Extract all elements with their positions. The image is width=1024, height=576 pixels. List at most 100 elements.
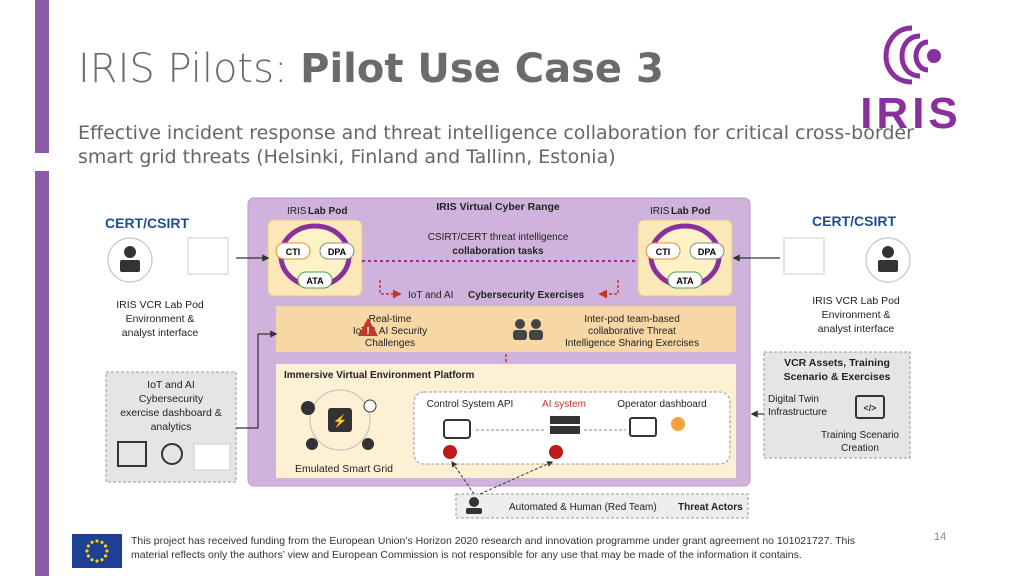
warning-mark: !: [366, 326, 369, 337]
right-ata-chip: [667, 271, 703, 289]
operator-label: Operator dashboard: [617, 399, 707, 410]
iot-exercises-b: Cybersecurity Exercises: [468, 290, 585, 301]
hacker-icon: [466, 497, 482, 514]
left-pod-title-b: Lab Pod: [308, 206, 347, 217]
accent-bar-bottom: [35, 171, 49, 576]
monitor-icon: [629, 417, 657, 437]
right-dpa-chip: [689, 242, 725, 260]
left-env-l1: IRIS VCR Lab Pod: [116, 299, 204, 311]
logo-arc-3: [913, 39, 929, 73]
left-analyst-icon: [124, 246, 136, 258]
realtime-l3: Challenges: [365, 338, 415, 349]
attack-point-1: [443, 445, 457, 459]
exercise-arrow-left: [379, 280, 402, 299]
left-cert-title: CERT/CSIRT: [105, 215, 189, 231]
bolt-icon: ⚡: [333, 414, 348, 428]
logo-text: IRIS: [860, 89, 962, 134]
left-dpa-chip: [319, 242, 355, 260]
server-icon: [550, 416, 580, 424]
control-api-label: Control System API: [427, 399, 514, 410]
vcr-assets-box: [763, 351, 911, 459]
vcr-assets-l2: Scenario & Exercises: [784, 371, 891, 383]
right-dpa-label: DPA: [698, 247, 717, 257]
funding-disclaimer: This project has received funding from t…: [131, 535, 855, 561]
iris-logo: IRIS: [860, 25, 962, 134]
car-icon: [306, 438, 318, 450]
dashboard-l1: IoT and AI: [147, 379, 195, 391]
left-network-icon: [187, 237, 229, 275]
slide-subtitle: Effective incident response and threat i…: [78, 122, 914, 168]
interpod-l3: Intelligence Sharing Exercises: [565, 338, 699, 349]
dashboard-l2: Cybersecurity: [139, 393, 204, 405]
right-analyst-icon: [882, 246, 894, 258]
right-ata-label: ATA: [676, 276, 694, 286]
collab-line-1: CSIRT/CERT threat intelligence: [428, 232, 569, 243]
logo-arc-2: [899, 33, 921, 79]
right-env-l1: IRIS VCR Lab Pod: [812, 295, 900, 307]
left-cti-chip: [275, 242, 311, 260]
right-cti-chip: [645, 242, 681, 260]
smart-grid-label: Emulated Smart Grid: [295, 463, 393, 475]
left-ata-label: ATA: [306, 276, 324, 286]
dashboard-l4: analytics: [151, 421, 192, 433]
vcr-assets-l1: VCR Assets, Training: [784, 357, 890, 369]
cloud-api-icon: [443, 419, 471, 439]
left-dpa-label: DPA: [328, 247, 347, 257]
training-l2: Creation: [841, 443, 879, 454]
right-cti-label: CTI: [656, 247, 671, 257]
server-icon-row2: [550, 426, 580, 434]
battery-icon: [328, 408, 352, 432]
right-env-l2: Environment &: [822, 309, 891, 321]
right-pod-title-a: IRIS: [650, 206, 670, 217]
realtime-l2: IoT & AI Security: [353, 326, 427, 337]
digital-twin-l2: Infrastructure: [768, 407, 827, 418]
training-l1: Training Scenario: [821, 430, 899, 441]
code-icon: [855, 395, 885, 419]
title-light: IRIS Pilots:: [78, 46, 301, 92]
operator-icon: [671, 417, 685, 431]
exercises-band: [276, 306, 736, 352]
page-number: 14: [934, 531, 947, 543]
pulse-icon: [161, 443, 183, 465]
threat-arrow-2: [479, 461, 554, 495]
realtime-l1: Real-time: [369, 314, 412, 325]
pilot-diagram: IRIS Virtual Cyber Range CSIRT/CERT thre…: [105, 197, 911, 519]
interpod-l1: Inter-pod team-based: [584, 314, 680, 325]
left-env-l2: Environment &: [126, 313, 195, 325]
attack-point-2: [549, 445, 563, 459]
left-ata-chip: [297, 271, 333, 289]
warning-icon: [358, 318, 378, 336]
eu-flag-icon: [72, 534, 122, 568]
right-analyst-laptop: [878, 260, 898, 272]
left-pod-title-a: IRIS: [287, 206, 307, 217]
dashboard-l3: exercise dashboard &: [120, 407, 222, 419]
threat-actors-b: Threat Actors: [678, 502, 743, 513]
grid-ring: [309, 389, 371, 451]
right-cert-title: CERT/CSIRT: [812, 213, 896, 229]
threat-actors-a: Automated & Human (Red Team): [509, 502, 657, 513]
table-thumb: [193, 443, 231, 471]
left-env-l3: analyst interface: [122, 327, 199, 339]
meter-icon: [362, 438, 374, 450]
dashboard-link: [236, 334, 259, 429]
right-network-icon: [783, 237, 825, 275]
eu-stars: [85, 539, 109, 563]
team-icon: [513, 319, 543, 340]
title-bold: Pilot Use Case 3: [300, 46, 664, 92]
left-cti-label: CTI: [286, 247, 301, 257]
threat-arrow-1: [451, 461, 475, 495]
vcr-title: IRIS Virtual Cyber Range: [436, 201, 560, 213]
right-pod-title-b: Lab Pod: [671, 206, 710, 217]
code-glyph: </>: [863, 403, 876, 413]
left-analyst-laptop: [120, 260, 140, 272]
collab-line-2: collaboration tasks: [452, 246, 544, 257]
logo-dot: [927, 49, 941, 63]
chart-icon: [117, 441, 147, 467]
interpod-l2: collaborative Threat: [588, 326, 676, 337]
ai-system-label: AI system: [542, 399, 586, 410]
right-env-l3: analyst interface: [818, 323, 895, 335]
logo-arc-1: [883, 25, 913, 85]
iot-exercises-a: IoT and AI: [408, 290, 453, 301]
accent-bar-top: [35, 0, 49, 153]
bulb-icon: [363, 399, 377, 413]
